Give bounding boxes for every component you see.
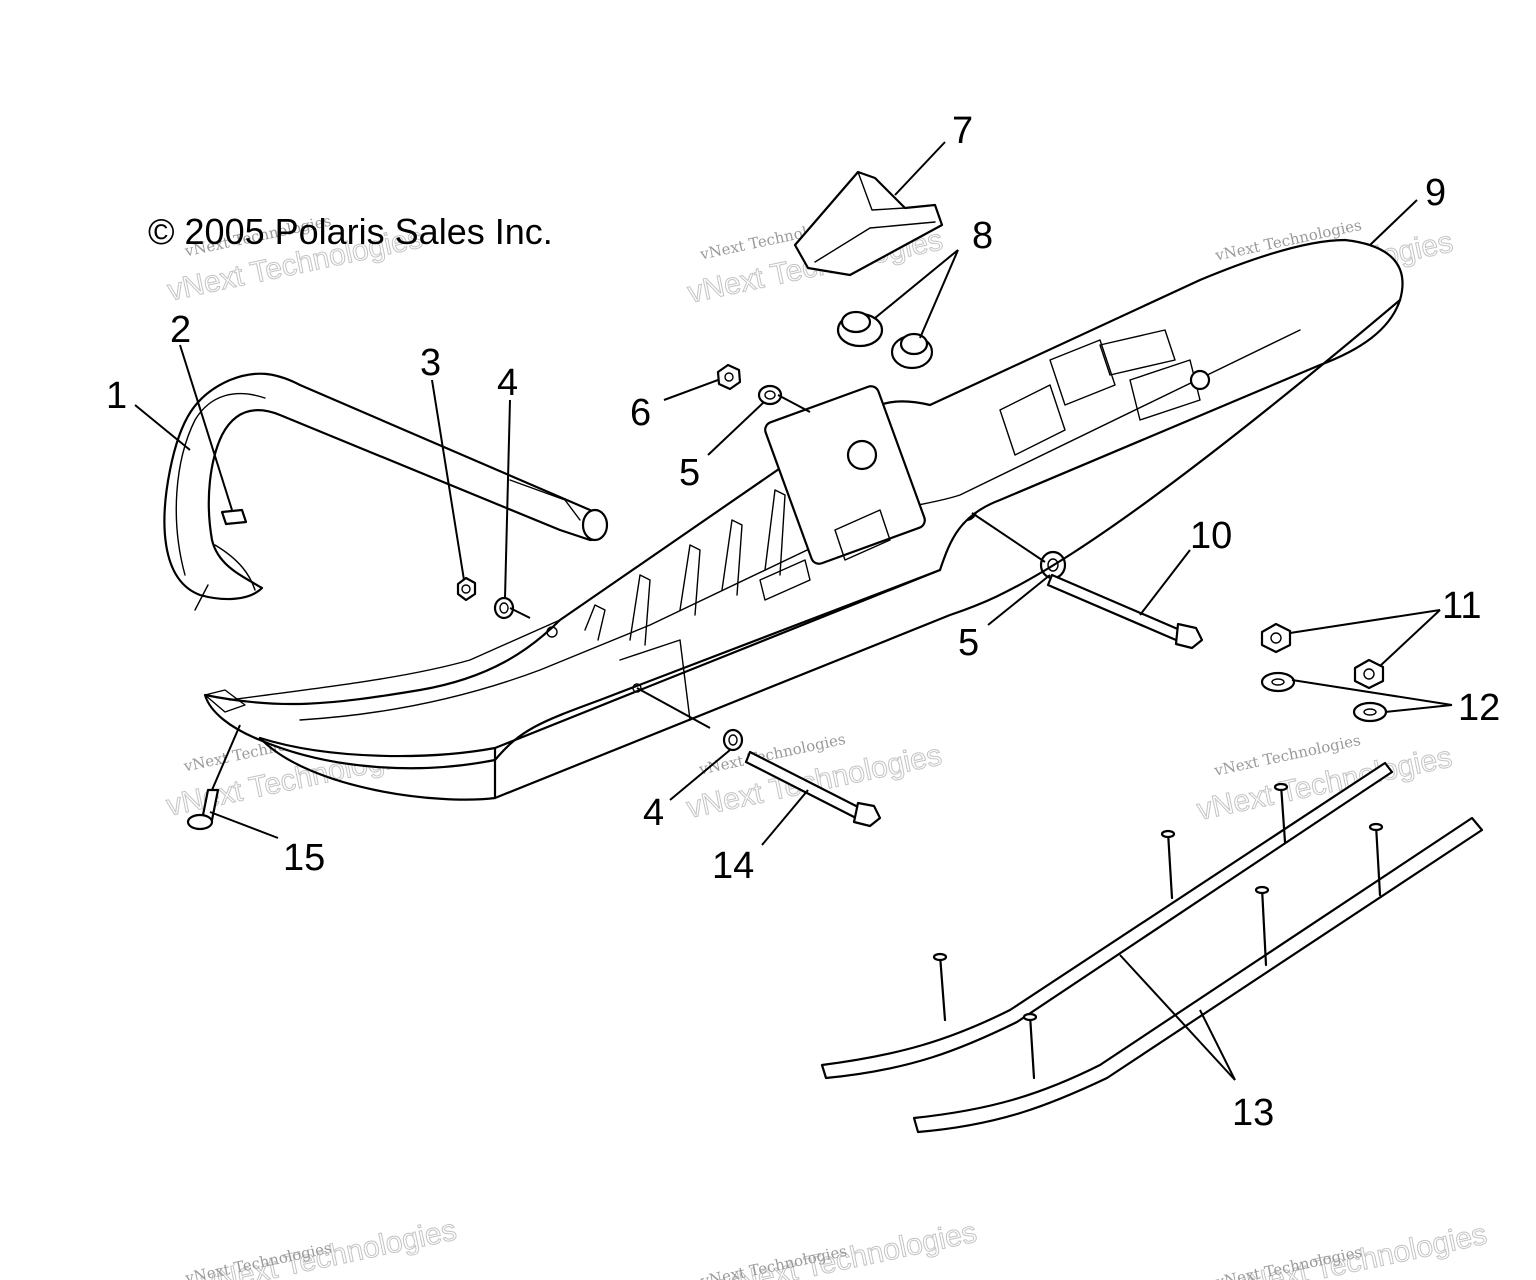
- nut-part-6: [716, 363, 742, 391]
- washer-part-5a: [757, 384, 783, 406]
- watermark-bottom-left: vNext Technologies vNext Technologies: [183, 1213, 460, 1280]
- nut-part-11a: [1260, 622, 1292, 654]
- washer-part-12a: [1260, 671, 1296, 693]
- callout-15: 15: [283, 837, 325, 879]
- callout-7: 7: [952, 110, 973, 152]
- copyright-text: © 2005 Polaris Sales Inc.: [148, 211, 553, 252]
- callout-1: 1: [106, 375, 127, 417]
- bolt-part-10: [1046, 573, 1204, 650]
- callout-4-lower: 4: [643, 792, 664, 834]
- callout-8: 8: [972, 215, 993, 257]
- callout-4-upper: 4: [497, 362, 518, 404]
- watermark-mid-center: vNext Technologies vNext Technologies: [683, 730, 945, 825]
- watermark-bottom-center: vNext Technologies vNext Technologies: [698, 1215, 980, 1280]
- callout-labels: 1 2 3 4 4 5 5 6 7 8 9 10 11 12 13 14 15: [106, 110, 1500, 1134]
- carbide-runner-part-lower: [912, 816, 1484, 1134]
- ski-handle-part: [163, 372, 609, 611]
- callout-10: 10: [1190, 515, 1232, 557]
- callout-5-lower: 5: [958, 622, 979, 664]
- callout-12: 12: [1458, 687, 1500, 729]
- callout-9: 9: [1425, 172, 1446, 214]
- callout-6: 6: [630, 392, 651, 434]
- callout-3: 3: [420, 342, 441, 384]
- nut-part-11b: [1353, 658, 1385, 690]
- leader-lines: [134, 141, 1453, 1081]
- callout-5-upper: 5: [679, 452, 700, 494]
- washer-part-12b: [1352, 701, 1388, 723]
- nut-part: [456, 576, 477, 602]
- bushing-part-a: [836, 310, 884, 348]
- callout-11: 11: [1442, 585, 1481, 627]
- bolt-part-14: [744, 750, 882, 828]
- ski-body-part: [203, 238, 1404, 801]
- washer-part-upper: [493, 596, 515, 620]
- callout-13: 13: [1232, 1092, 1274, 1134]
- wear-pad-part: [793, 170, 944, 277]
- bushing-part-b: [890, 332, 934, 370]
- pin-part: [186, 788, 220, 831]
- carbide-runner-part-upper: [820, 761, 1394, 1080]
- callout-2: 2: [170, 309, 191, 351]
- watermark-bottom-right: vNext Technologies vNext Technologies: [1213, 1217, 1490, 1280]
- callout-14: 14: [712, 845, 754, 887]
- washer-part-lower: [722, 728, 744, 752]
- clip-part: [220, 508, 248, 526]
